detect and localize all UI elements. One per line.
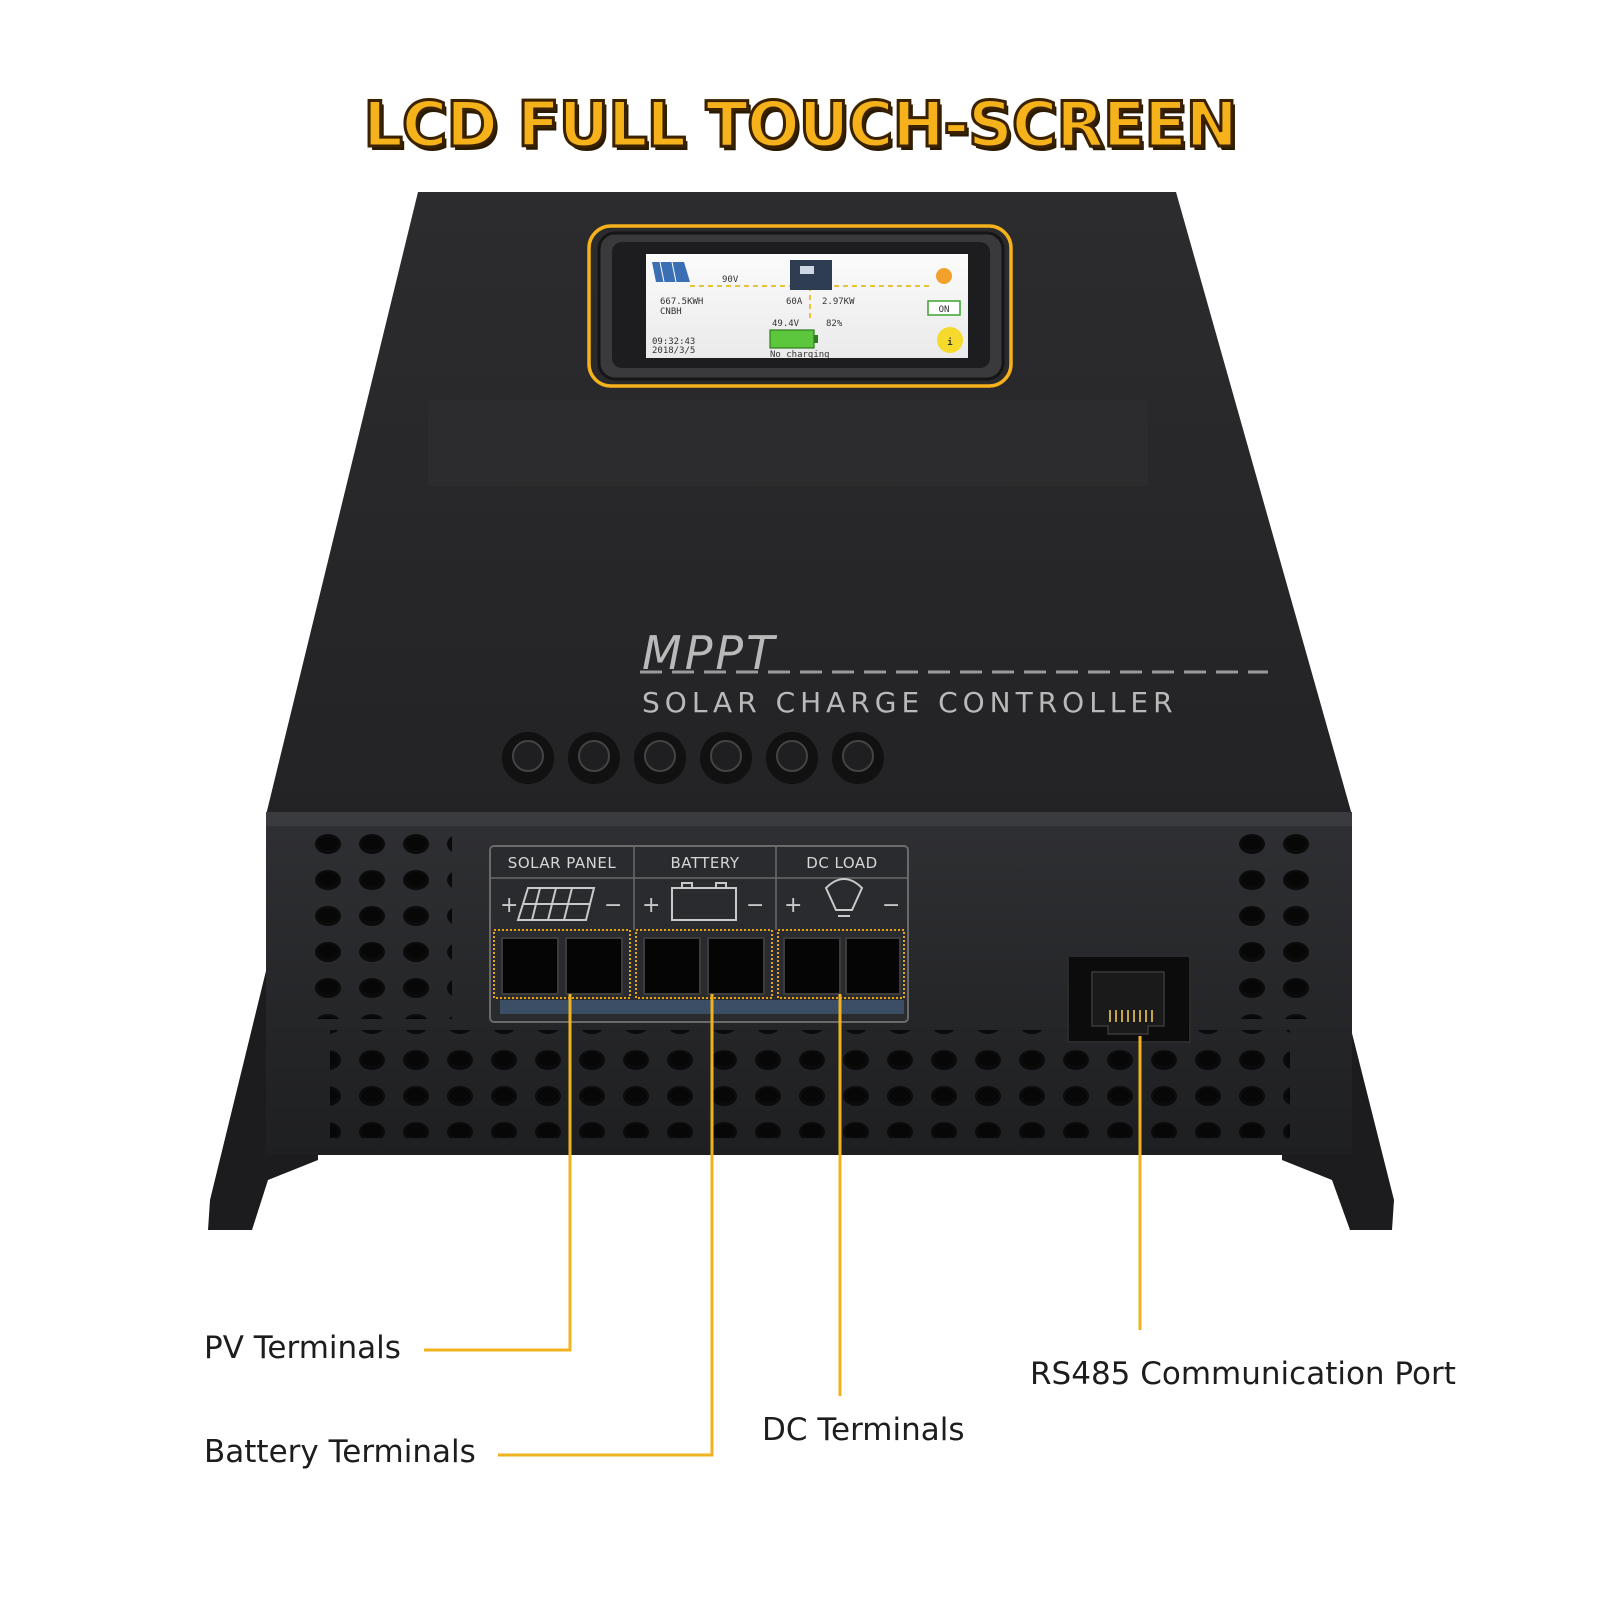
product-subtitle: SOLAR CHARGE CONTROLLER xyxy=(642,686,1178,719)
callout-lines xyxy=(424,994,1142,1457)
brand-mppt: MPPT xyxy=(642,626,778,680)
pv-callout-line xyxy=(424,994,572,1352)
svg-text:+: + xyxy=(500,893,518,918)
battery-voltage: 49.4V xyxy=(772,319,800,329)
lightbulb-symbol-icon: + − xyxy=(784,878,900,918)
info-button xyxy=(937,327,963,353)
vent-right-block xyxy=(1232,834,1318,1019)
svg-text:−: − xyxy=(604,893,622,918)
svg-text:+: + xyxy=(642,893,660,918)
battery-symbol-icon: + − xyxy=(642,882,764,921)
battery-icon xyxy=(769,329,815,349)
svg-text:−: − xyxy=(882,893,900,918)
vent-left-block xyxy=(312,834,452,1019)
output-amps: 60A xyxy=(786,297,803,307)
cable-glands xyxy=(502,732,884,784)
solar-panel-symbol-icon: + − xyxy=(500,887,622,921)
solar-panel-icon xyxy=(652,262,690,282)
rs485-port[interactable] xyxy=(1067,955,1191,1043)
terminal-label-solar: SOLAR PANEL xyxy=(507,854,617,872)
callout-battery-terminals: Battery Terminals xyxy=(204,1434,476,1470)
front-lip xyxy=(266,812,1352,826)
lcd-highlight-frame xyxy=(587,224,1013,388)
pv-voltage: 90V xyxy=(722,275,739,285)
terminal-sockets xyxy=(493,929,905,1014)
battery-soc: 82% xyxy=(826,319,843,329)
callout-pv-terminals: PV Terminals xyxy=(204,1330,401,1366)
power-output: 2.97KW xyxy=(822,297,855,307)
pv-unit: CNBH xyxy=(660,307,682,317)
load-on-badge xyxy=(927,300,961,316)
terminal-block-housing xyxy=(489,845,909,1023)
controller-top-panel xyxy=(266,192,1352,815)
info-button-label: i xyxy=(947,337,953,348)
svg-text:−: − xyxy=(746,893,764,918)
charge-status: No charging xyxy=(770,350,830,360)
load-state: ON xyxy=(939,305,950,315)
callout-rs485-port: RS485 Communication Port xyxy=(1030,1356,1456,1392)
controller-mini-icon xyxy=(790,260,832,290)
lcd-date: 2018/3/5 xyxy=(652,346,695,356)
svg-text:+: + xyxy=(784,893,802,918)
lcd-time: 09:32:43 xyxy=(652,337,695,347)
callout-dc-terminals: DC Terminals xyxy=(762,1412,965,1448)
vent-bottom-block xyxy=(330,1030,1290,1138)
lcd-screen[interactable]: i ON 90V 667.5KWH CNBH 60A 2.97KW 49.4V … xyxy=(646,254,968,360)
headline: LCD FULL TOUCH-SCREEN xyxy=(362,87,1239,163)
lightbulb-icon xyxy=(936,268,952,284)
terminal-label-battery: BATTERY xyxy=(670,854,740,872)
top-panel-band xyxy=(428,400,1148,486)
battery-callout-line xyxy=(498,994,714,1457)
terminal-label-dcload: DC LOAD xyxy=(806,854,878,872)
pv-energy: 667.5KWH xyxy=(660,297,703,307)
